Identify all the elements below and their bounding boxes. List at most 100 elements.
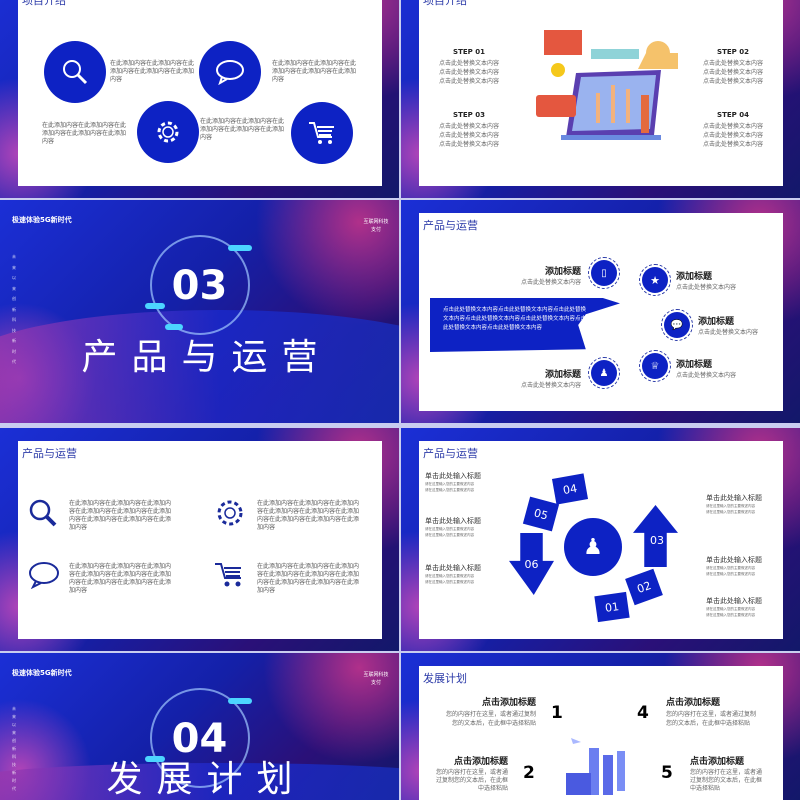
slide-title: 项目介绍 <box>22 0 66 7</box>
slide-panel: 发展计划 <box>419 666 783 800</box>
item-text: 在此添加内容在此添加内容在此添加内容在此添加内容在此添加内容在此添加内容在此添加… <box>257 500 360 531</box>
label-desc: 请在这里输入您的主要叙述内容 <box>425 580 474 584</box>
label-title: 单击此处输入标题 <box>425 517 481 525</box>
chat-icon <box>199 41 261 103</box>
step-line: 点击此处替换文本内容 <box>702 69 763 76</box>
cover-tag: 极速体验5G新时代 <box>12 216 72 224</box>
plan-desc: 您的内容打在这里，或者通过复制您的文本后，在此框中选择粘贴 <box>445 711 536 727</box>
item-marker: ♟ <box>588 357 620 389</box>
section-title: 产品与运营 <box>81 337 332 378</box>
item-marker: ▯ <box>588 257 620 289</box>
label-title: 单击此处输入标题 <box>706 556 762 564</box>
item-marker: ♕ <box>639 350 671 382</box>
item-sub: 点击此处替换文本内容 <box>520 279 581 286</box>
label-desc: 请在这里输入您的主要叙述内容 <box>425 533 474 537</box>
step-line: 点击此处替换文本内容 <box>702 78 763 85</box>
label-desc: 请在这里输入您的主要叙述内容 <box>706 572 755 576</box>
label-desc: 请在这里输入您的主要叙述内容 <box>706 566 755 570</box>
slide-thumb-6[interactable]: 产品与运营 ♟ 04 05 06 03 02 01 单击此处输入标题请在这里输入… <box>401 428 800 651</box>
user-icon: ♟ <box>564 518 622 576</box>
plan-number: 5 <box>661 763 673 783</box>
label-desc: 请在这里输入您的主要叙述内容 <box>706 504 755 508</box>
slide-thumb-8[interactable]: 发展计划 点击添加标题您的内容打在这里，或者通过复制您的文本后，在此框中选择粘贴… <box>401 653 800 800</box>
plan-desc: 您的内容打在这里，或者通过复制您的文本后，在此框中选择粘贴 <box>690 769 763 792</box>
label-title: 单击此处输入标题 <box>425 564 481 572</box>
step-2: STEP 02 点击此处替换文本内容点击此处替换文本内容点击此处替换文本内容 <box>693 48 773 86</box>
phone-icon: ▯ <box>591 260 617 286</box>
label-desc: 请在这里输入您的主要叙述内容 <box>706 613 755 617</box>
label-desc: 请在这里输入您的主要叙述内容 <box>425 527 474 531</box>
search-icon <box>44 41 106 103</box>
slide-thumb-5[interactable]: 产品与运营 在此添加内容在此添加内容在此添加内容在此添加内容在此添加内容在此添加… <box>0 428 399 651</box>
chat-icon <box>29 562 59 589</box>
step-line: 点击此处替换文本内容 <box>438 132 499 139</box>
decorative-pill <box>228 698 252 704</box>
item-title: 添加标题 <box>544 370 581 380</box>
label-desc: 请在这里输入您的主要叙述内容 <box>706 607 755 611</box>
plan-title: 点击添加标题 <box>481 698 536 708</box>
item-title: 添加标题 <box>544 267 581 277</box>
step-label: STEP 01 <box>453 48 485 56</box>
vertical-slogan: 未来以来创新科技新时代 <box>12 254 16 364</box>
segment-01: 01 <box>594 591 630 623</box>
label-desc: 请在这里输入您的主要叙述内容 <box>425 488 474 492</box>
slide-thumb-3[interactable]: 极速体验5G新时代 未来以来创新科技新时代 互联网科技 支付 03 产品与运营 <box>0 200 399 423</box>
5g-city-illustration <box>566 738 625 795</box>
side-text: 互联网科技 支付 <box>363 219 389 233</box>
plan-desc: 您的内容打在这里，或者通过复制您的文本后，在此框中选择粘贴 <box>435 769 508 792</box>
plan-desc: 您的内容打在这里，或者通过复制您的文本后，在此框中选择粘贴 <box>666 711 757 727</box>
cover-tag: 极速体验5G新时代 <box>12 669 72 677</box>
step-3: STEP 03 点击此处替换文本内容点击此处替换文本内容点击此处替换文本内容 <box>429 111 509 149</box>
slide-title: 项目介绍 <box>423 0 467 7</box>
decorative-pill <box>145 303 165 309</box>
slide-thumb-7[interactable]: 极速体验5G新时代 未来以来创新科技新时代 互联网科技 支付 04 发展计划 <box>0 653 399 800</box>
plan-title: 点击添加标题 <box>666 698 721 708</box>
item-text: 在此添加内容在此添加内容在此添加内容在此添加内容在此添加内容 <box>200 118 285 141</box>
slide-thumb-2[interactable]: 项目介绍 STEP 01 点击此处替换文本内容点击此处替换文本内容点击此处替换文… <box>401 0 800 198</box>
item-text: 在此添加内容在此添加内容在此添加内容在此添加内容在此添加内容 <box>110 60 195 83</box>
item-title: 添加标题 <box>676 272 713 282</box>
item-text: 在此添加内容在此添加内容在此添加内容在此添加内容在此添加内容 <box>272 60 357 83</box>
section-title: 发展计划 <box>106 759 307 800</box>
cart-icon <box>291 102 353 164</box>
gear-icon <box>217 500 243 526</box>
banner-text: 点击此处替换文本内容点击此处替换文本内容点击此处替换文本内容点击此处替换文本内容… <box>443 307 587 331</box>
decorative-pill <box>165 324 183 330</box>
plan-number: 1 <box>551 703 563 723</box>
plan-number: 4 <box>637 703 649 723</box>
decorative-pill <box>145 756 165 762</box>
label-title: 单击此处输入标题 <box>706 597 762 605</box>
slide-title: 产品与运营 <box>423 219 478 232</box>
step-line: 点击此处替换文本内容 <box>702 132 763 139</box>
decorative-ring <box>150 688 250 788</box>
step-line: 点击此处替换文本内容 <box>438 69 499 76</box>
slide-thumb-1[interactable]: 项目介绍 在此添加内容在此添加内容在此添加内容在此添加内容在此添加内容 在此添加… <box>0 0 399 198</box>
step-line: 点击此处替换文本内容 <box>702 60 763 67</box>
step-line: 点击此处替换文本内容 <box>438 123 499 130</box>
step-line: 点击此处替换文本内容 <box>702 123 763 130</box>
slide-title: 产品与运营 <box>22 447 77 460</box>
side-text: 互联网科技 支付 <box>363 672 389 686</box>
item-title: 添加标题 <box>676 360 713 370</box>
star-icon: ★ <box>642 267 668 293</box>
item-title: 添加标题 <box>698 317 735 327</box>
plan-number: 2 <box>523 763 535 783</box>
plan-title: 点击添加标题 <box>453 757 508 767</box>
slide-thumb-4[interactable]: 产品与运营 点击此处替换文本内容点击此处替换文本内容点击此处替换文本内容点击此处… <box>401 200 800 423</box>
slide-title: 发展计划 <box>423 672 467 685</box>
item-text: 在此添加内容在此添加内容在此添加内容在此添加内容在此添加内容在此添加内容在此添加… <box>69 500 172 531</box>
item-sub: 点击此处替换文本内容 <box>676 284 737 291</box>
step-line: 点击此处替换文本内容 <box>438 60 499 67</box>
slide-panel: 产品与运营 <box>18 441 382 639</box>
section-number: 04 <box>171 716 228 762</box>
trophy-icon: ♕ <box>642 353 668 379</box>
step-label: STEP 02 <box>717 48 749 56</box>
label-desc: 请在这里输入您的主要叙述内容 <box>706 510 755 514</box>
step-4: STEP 04 点击此处替换文本内容点击此处替换文本内容点击此处替换文本内容 <box>693 111 773 149</box>
step-label: STEP 04 <box>717 111 749 119</box>
decorative-pill <box>228 245 252 251</box>
item-text: 在此添加内容在此添加内容在此添加内容在此添加内容在此添加内容在此添加内容在此添加… <box>69 563 172 594</box>
item-marker: ★ <box>639 264 671 296</box>
user-icon: ♟ <box>591 360 617 386</box>
item-sub: 点击此处替换文本内容 <box>676 372 737 379</box>
